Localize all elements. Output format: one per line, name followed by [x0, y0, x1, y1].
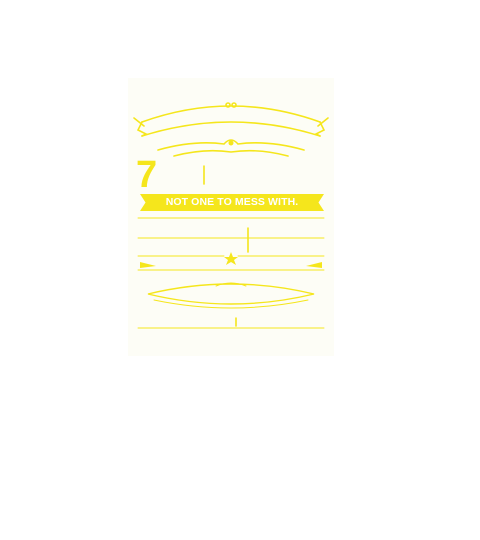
big-number: 7	[136, 154, 158, 196]
flourish-top	[157, 139, 305, 151]
top-ribbon	[141, 105, 321, 123]
tagline-text: NOT ONE TO MESS WITH.	[165, 196, 299, 208]
star-icon	[224, 252, 238, 265]
ornament-art	[133, 102, 329, 329]
shirt-design: 7 NOT ONE TO MESS WITH.	[128, 78, 334, 356]
tagline-banner	[140, 194, 324, 211]
lens-ornament	[147, 283, 315, 305]
